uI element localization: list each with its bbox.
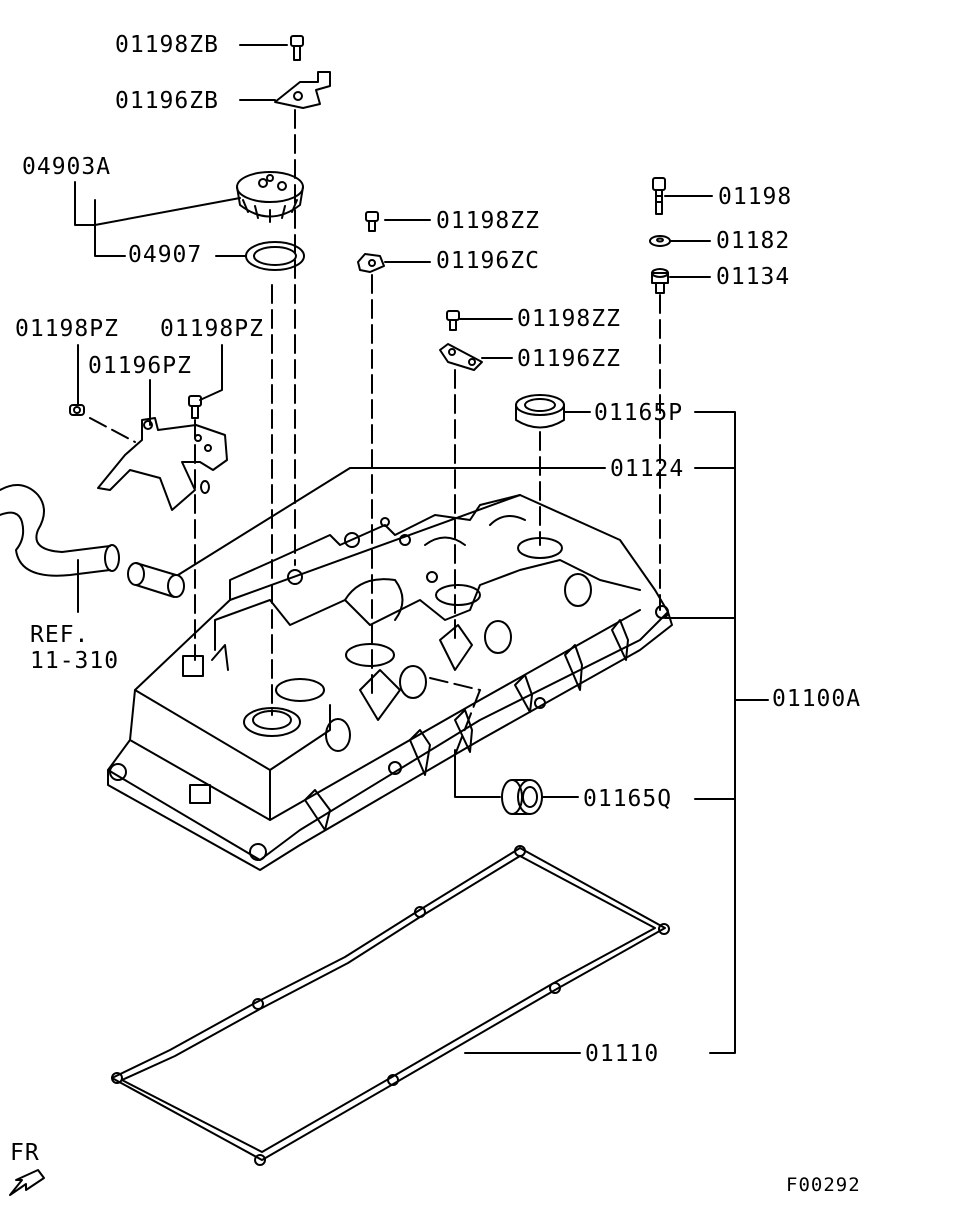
figure-code: F00292 — [786, 1174, 861, 1196]
rocker-cover-01100A-part — [107, 494, 673, 871]
bracket-01196PZ-part — [97, 417, 228, 511]
gasket-01110-part — [111, 845, 670, 1166]
assembly-axis-lines — [89, 109, 661, 756]
bolt-01198ZZ-upper-part — [365, 211, 379, 232]
label-01196ZZ: 01196ZZ — [517, 346, 621, 372]
breather-hose-part — [0, 484, 120, 577]
label-01196ZC: 01196ZC — [436, 248, 540, 274]
bolt-01198-part — [652, 177, 666, 215]
bolt-01198ZZ-lower-part — [446, 310, 460, 331]
label-01198PZ-right: 01198PZ — [160, 316, 264, 342]
label-01165Q: 01165Q — [583, 786, 673, 812]
bolt-01198ZB-part — [290, 35, 304, 61]
label-01196PZ: 01196PZ — [88, 353, 192, 379]
bracket-01196ZC-part — [357, 253, 385, 273]
washer-01182-part — [649, 235, 671, 247]
ref-label-line2: 11-310 — [30, 648, 120, 674]
label-01100A: 01100A — [772, 686, 862, 712]
label-04907: 04907 — [128, 242, 203, 268]
seal-01165P-part — [515, 394, 565, 429]
front-label: FR — [10, 1140, 40, 1166]
grommet-01134-part — [651, 268, 669, 294]
label-01198ZB: 01198ZB — [115, 32, 219, 58]
bolt-01198PZ-left-part — [69, 404, 85, 416]
label-04903A: 04903A — [22, 154, 112, 180]
label-01124: 01124 — [610, 456, 685, 482]
cap-gasket-part — [245, 241, 305, 271]
label-01110: 01110 — [585, 1041, 660, 1067]
bracket-01196ZB-part — [274, 71, 331, 109]
bolt-01198PZ-right-part — [188, 395, 202, 419]
label-01198ZZ-upper: 01198ZZ — [436, 208, 540, 234]
label-01198: 01198 — [718, 184, 793, 210]
bracket-01196ZZ-part — [439, 343, 483, 371]
label-01196ZB: 01196ZB — [115, 88, 219, 114]
label-01198PZ-left: 01198PZ — [15, 316, 119, 342]
pcv-pipe-01124-part — [127, 562, 185, 598]
oil-filler-cap-part — [236, 171, 304, 223]
front-direction-arrow-icon — [9, 1169, 45, 1196]
label-01198ZZ-lower: 01198ZZ — [517, 306, 621, 332]
leader-lines — [74, 44, 769, 1054]
label-01165P: 01165P — [594, 400, 684, 426]
label-01134: 01134 — [716, 264, 791, 290]
label-01182: 01182 — [716, 228, 791, 254]
ref-label-line1: REF. — [30, 622, 90, 648]
seal-01165Q-part — [501, 779, 543, 815]
